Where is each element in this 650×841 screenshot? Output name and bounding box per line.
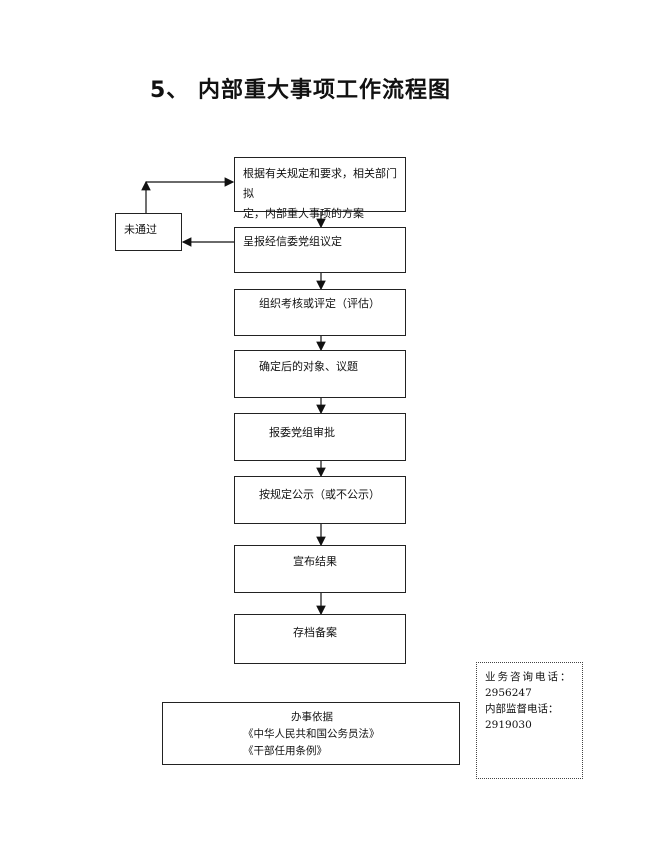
reject-label: 未通过 <box>124 223 157 236</box>
supervise-label: 内部监督电话： <box>485 703 559 715</box>
step-5-box: 报委党组审批 <box>234 413 406 461</box>
step-8-label: 存档备案 <box>293 626 337 639</box>
basis-law-2: 《干部任用条例》 <box>243 745 327 757</box>
step-2-box: 呈报经信委党组议定 <box>234 227 406 273</box>
step-6-label: 按规定公示（或不公示） <box>259 488 380 501</box>
step-2-label: 呈报经信委党组议定 <box>243 235 342 248</box>
step-5-label: 报委党组审批 <box>269 426 335 439</box>
step-4-label: 确定后的对象、议题 <box>259 360 358 373</box>
step-3-label: 组织考核或评定（评估） <box>259 297 380 310</box>
step-1-line2: 定，内部重大事项的方案 <box>243 207 364 220</box>
step-1-line1: 根据有关规定和要求，相关部门拟 <box>243 167 397 200</box>
basis-law-1: 《中华人民共和国公务员法》 <box>243 728 380 740</box>
consult-phone: 2956247 <box>485 687 532 699</box>
page-title: 5、 内部重大事项工作流程图 <box>150 78 451 103</box>
step-6-box: 按规定公示（或不公示） <box>234 476 406 524</box>
basis-heading: 办事依据 <box>291 711 333 723</box>
step-4-box: 确定后的对象、议题 <box>234 350 406 398</box>
step-7-box: 宣布结果 <box>234 545 406 593</box>
consult-label: 业务咨询电话： <box>485 671 573 683</box>
step-7-label: 宣布结果 <box>293 555 337 568</box>
step-8-box: 存档备案 <box>234 614 406 664</box>
reject-box: 未通过 <box>115 213 182 251</box>
basis-box: 办事依据 《中华人民共和国公务员法》 《干部任用条例》 <box>162 702 460 765</box>
supervise-phone: 2919030 <box>485 719 532 731</box>
contact-box: 业务咨询电话： 2956247 内部监督电话： 2919030 <box>476 662 583 779</box>
step-1-box: 根据有关规定和要求，相关部门拟 定，内部重大事项的方案 <box>234 157 406 220</box>
step-3-box: 组织考核或评定（评估） <box>234 289 406 336</box>
